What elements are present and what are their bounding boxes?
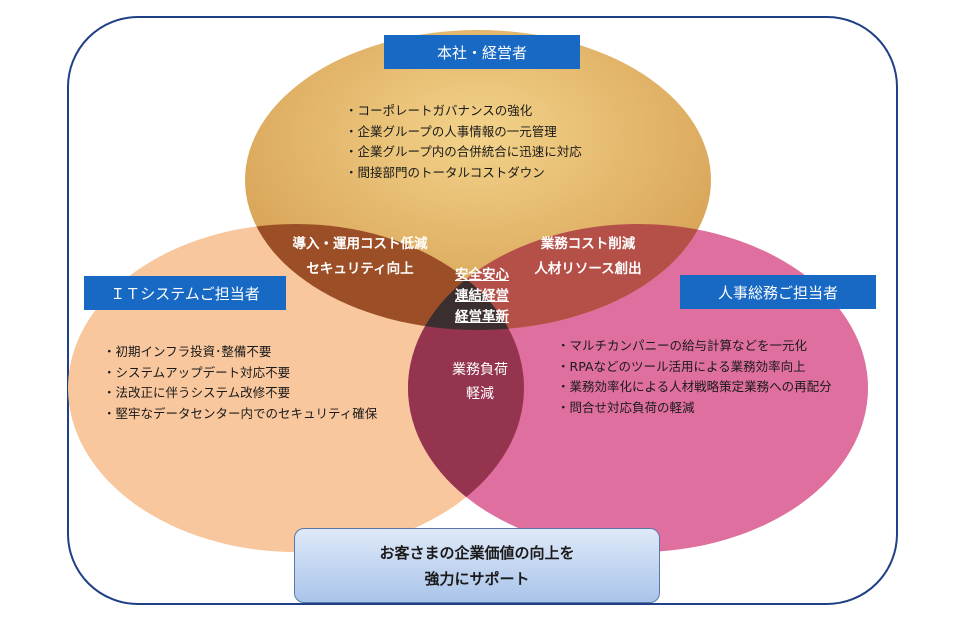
list-item: 法改正に伴うシステム改修不要 bbox=[103, 383, 377, 404]
label-left: ＩＴシステムご担当者 bbox=[84, 276, 286, 310]
list-item: 初期インフラ投資･整備不要 bbox=[103, 342, 377, 363]
overlap-top-left bbox=[245, 224, 524, 330]
overlap-line: 導入・運用コスト低減 bbox=[292, 236, 428, 252]
overlap-top-right-text: 業務コスト削減 人材リソース創出 bbox=[508, 232, 668, 282]
overlap-line: 業務コスト削減 bbox=[540, 236, 636, 252]
list-item: マルチカンパニーの給与計算などを一元化 bbox=[557, 336, 832, 357]
label-top: 本社・経営者 bbox=[384, 35, 580, 69]
overlap-center-text: 安全安心 連結経営 経営革新 bbox=[432, 265, 532, 328]
list-top: コーポレートガバナンスの強化 企業グループの人事情報の一元管理 企業グループ内の… bbox=[345, 101, 582, 183]
list-item: 企業グループ内の合併統合に迅速に対応 bbox=[345, 142, 582, 163]
list-item: RPAなどのツール活用による業務効率向上 bbox=[557, 357, 832, 378]
list-item: 堅牢なデータセンター内でのセキュリティ確保 bbox=[103, 404, 378, 425]
list-item: コーポレートガバナンスの強化 bbox=[345, 101, 582, 122]
list-item: 間接部門のトータルコストダウン bbox=[345, 163, 582, 184]
list-left: 初期インフラ投資･整備不要 システムアップデート対応不要 法改正に伴うシステム改… bbox=[103, 342, 378, 425]
overlap-line: 業務負荷 bbox=[452, 362, 508, 378]
overlap-top-right bbox=[408, 224, 711, 330]
footer-line-1: お客さまの企業価値の向上を bbox=[379, 543, 575, 562]
list-item: 業務効率化による人材戦略策定業務への再配分 bbox=[557, 377, 832, 398]
label-right: 人事総務ご担当者 bbox=[680, 275, 876, 309]
overlap-bottom-text: 業務負荷 軽減 bbox=[425, 358, 535, 406]
overlap-line: セキュリティ向上 bbox=[306, 261, 414, 277]
center-line: 安全安心 bbox=[455, 267, 509, 283]
list-right: マルチカンパニーの給与計算などを一元化 RPAなどのツール活用による業務効率向上… bbox=[557, 336, 832, 418]
center-line: 連結経営 bbox=[455, 288, 509, 304]
footer-line-2: 強力にサポート bbox=[424, 569, 530, 588]
overlap-line: 人材リソース創出 bbox=[534, 261, 642, 277]
list-item: システムアップデート対応不要 bbox=[103, 363, 377, 384]
overlap-top-left-text: 導入・運用コスト低減 セキュリティ向上 bbox=[270, 232, 450, 282]
center-line: 経営革新 bbox=[455, 309, 509, 325]
list-item: 企業グループの人事情報の一元管理 bbox=[345, 122, 582, 143]
footer-box: お客さまの企業価値の向上を 強力にサポート bbox=[294, 528, 660, 603]
overlap-line: 軽減 bbox=[466, 386, 494, 402]
list-item: 問合せ対応負荷の軽減 bbox=[557, 398, 832, 419]
